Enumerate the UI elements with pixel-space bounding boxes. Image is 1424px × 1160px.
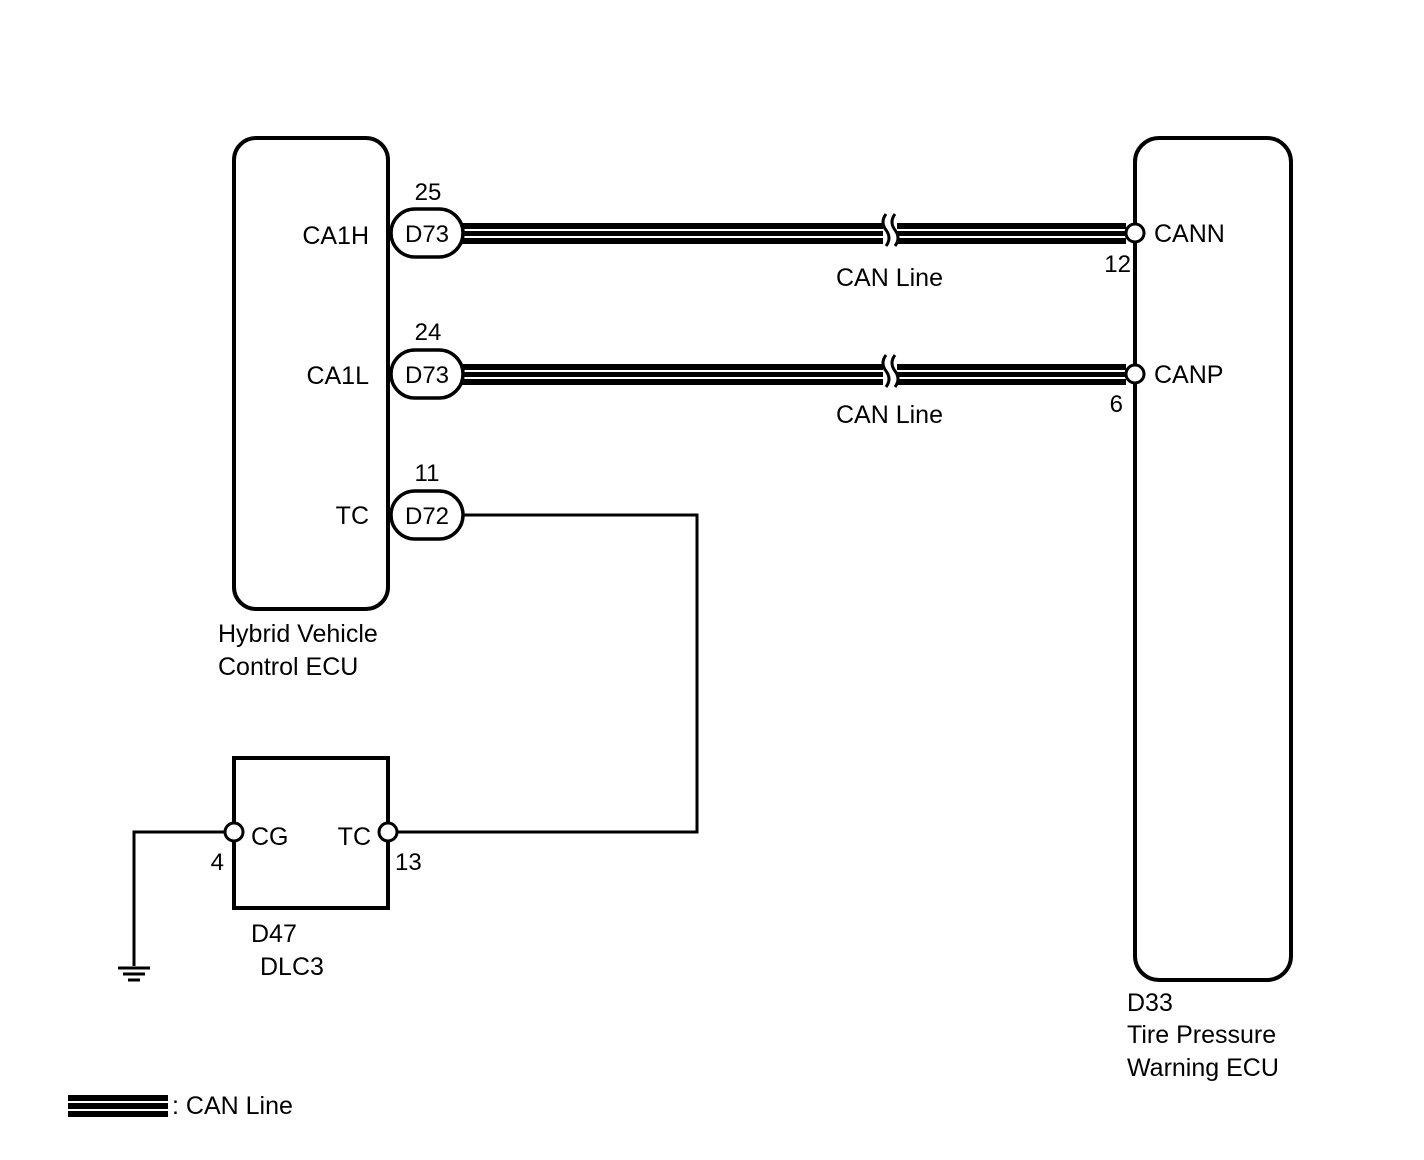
dlc3-pin-number-4: 4 <box>211 849 224 876</box>
hv-ecu-pin-label-ca1h: CA1H <box>302 222 369 250</box>
hv-ecu-name-line1: Hybrid Vehicle <box>218 620 378 648</box>
dlc3-code: D47 <box>251 920 297 948</box>
tpw-ecu-pin-label-cann: CANN <box>1154 220 1225 248</box>
legend-can-line-symbol <box>68 1095 168 1117</box>
can-line-label-1: CAN Line <box>836 264 943 292</box>
svg-text:D73: D73 <box>405 221 449 248</box>
ground-icon <box>118 966 150 982</box>
legend-text: : CAN Line <box>172 1092 293 1120</box>
hv-ecu-box <box>232 136 390 611</box>
connector-d73-pin25: D73 <box>389 207 465 259</box>
terminal-canp <box>1124 363 1146 385</box>
connector-number-24: 24 <box>415 319 442 346</box>
can-line-2 <box>458 354 1126 388</box>
dlc3-pin-number-13: 13 <box>395 849 422 876</box>
connector-d73-pin24: D73 <box>389 348 465 400</box>
tc-wire <box>398 513 699 834</box>
dlc3-name: DLC3 <box>260 953 324 981</box>
tpw-ecu-pin-number-12: 12 <box>1104 251 1131 278</box>
dlc3-pin-label-tc: TC <box>338 823 371 851</box>
hv-ecu-pin-label-ca1l: CA1L <box>306 362 369 390</box>
tpw-ecu-name-line1: Tire Pressure <box>1127 1021 1276 1049</box>
hv-ecu-name-line2: Control ECU <box>218 653 358 681</box>
tpw-ecu-pin-label-canp: CANP <box>1154 361 1223 389</box>
hv-ecu-pin-label-tc: TC <box>336 502 369 530</box>
tpw-ecu-box <box>1133 136 1293 982</box>
tpw-ecu-name-line2: Warning ECU <box>1127 1054 1279 1082</box>
connector-d72-pin11: D72 <box>389 489 465 541</box>
terminal-cg <box>223 821 245 843</box>
cg-ground-wire <box>132 830 225 966</box>
dlc3-pin-label-cg: CG <box>251 823 289 851</box>
tpw-ecu-pin-number-6: 6 <box>1110 391 1123 418</box>
tpw-ecu-code: D33 <box>1127 989 1173 1017</box>
terminal-tc <box>377 821 399 843</box>
connector-number-25: 25 <box>415 179 442 206</box>
can-line-1 <box>458 213 1126 247</box>
svg-text:D72: D72 <box>405 503 449 530</box>
can-line-label-2: CAN Line <box>836 401 943 429</box>
connector-number-11: 11 <box>415 460 440 487</box>
svg-text:D73: D73 <box>405 362 449 389</box>
terminal-cann <box>1124 222 1146 244</box>
